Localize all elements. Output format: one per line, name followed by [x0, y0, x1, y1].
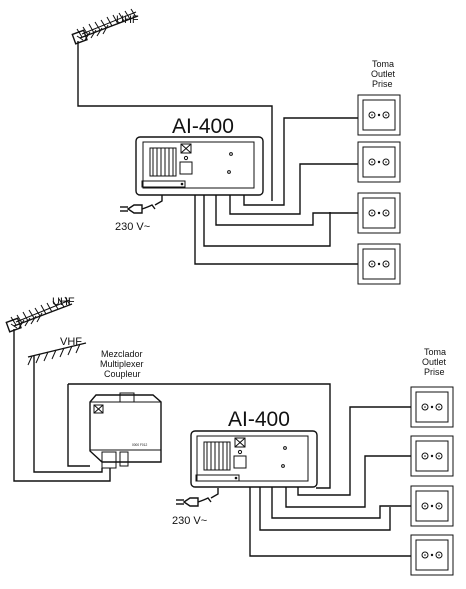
outlet-4	[357, 243, 401, 285]
antenna-cable	[77, 41, 273, 201]
power-label: 230 V~	[115, 221, 150, 233]
uhf-label: UHF	[116, 14, 139, 26]
bottom-installation: UHF VHF Mezclador Multiplexer Coupleur 0…	[5, 296, 454, 576]
outlet-3	[410, 485, 454, 527]
uhf-label: UHF	[52, 296, 75, 308]
mixer-header-line-3: Coupleur	[104, 369, 141, 379]
antenna-cables	[13, 329, 331, 489]
outlet-2	[357, 141, 401, 183]
outlet-1	[357, 94, 401, 136]
power-label: 230 V~	[172, 515, 207, 527]
vhf-label: VHF	[60, 336, 82, 348]
mixer-box: 0000 F012	[89, 392, 162, 469]
outlet-header-line-2: Outlet	[371, 69, 396, 79]
outlet-2	[410, 435, 454, 477]
outlet-cables	[194, 117, 358, 265]
outlet-3	[357, 192, 401, 234]
amplifier-model: AI-400	[228, 408, 290, 431]
outlet-header-line-3: Prise	[372, 79, 393, 89]
outlet-4	[410, 534, 454, 576]
mixer-code: 0000 F012	[132, 443, 147, 447]
outlet-header-line-2: Outlet	[422, 357, 447, 367]
amplifier-model: AI-400	[172, 115, 234, 138]
outlet-cables	[249, 406, 411, 557]
amplifier-box	[190, 430, 318, 488]
power-plug-icon	[119, 195, 163, 214]
top-installation: UHF AI-400 Toma Outlet Prise	[71, 8, 401, 285]
outlet-header-line-1: Toma	[372, 59, 394, 69]
outlet-header-line-3: Prise	[424, 367, 445, 377]
power-plug-icon	[175, 488, 219, 507]
outlet-1	[410, 386, 454, 428]
outlet-header-line-1: Toma	[424, 347, 446, 357]
mixer-header-line-2: Multiplexer	[100, 359, 144, 369]
mixer-header-line-1: Mezclador	[101, 349, 143, 359]
amplifier-box	[135, 136, 264, 196]
